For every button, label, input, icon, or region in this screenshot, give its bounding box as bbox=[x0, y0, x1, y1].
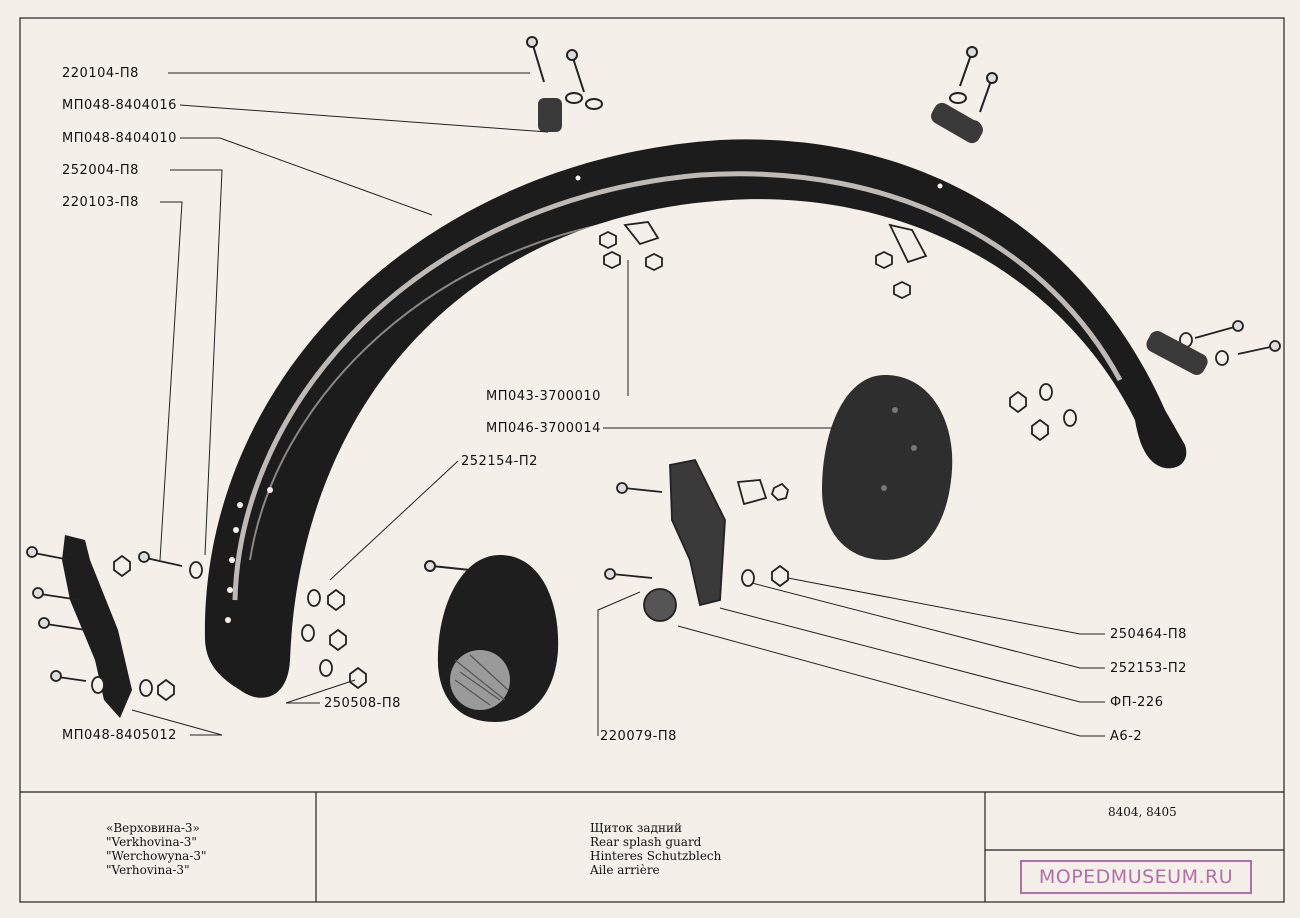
callout-mp043-3700010: МП043-3700010 bbox=[486, 389, 601, 404]
tail-lamp-screw bbox=[424, 560, 471, 572]
washer bbox=[585, 98, 603, 110]
callout-250464-p8: 250464-П8 bbox=[1110, 627, 1187, 642]
top-right-screws bbox=[959, 46, 998, 113]
callout-252004-p8: 252004-П8 bbox=[62, 163, 139, 178]
rubber-pad-top-left bbox=[538, 98, 562, 132]
right-end-hardware bbox=[1009, 320, 1281, 442]
watermark-mopedmuseum: MOPEDMUSEUM.RU bbox=[1020, 860, 1252, 894]
bracket-mp043-nuts bbox=[599, 221, 928, 300]
model-name-ru: «Верховина-3» bbox=[106, 821, 200, 835]
callout-mp048-8404016: МП048-8404016 bbox=[62, 98, 177, 113]
model-name-en: "Verkhovina-3" bbox=[106, 835, 197, 849]
fender-mounting-holes bbox=[225, 149, 943, 623]
left-screws-and-nuts bbox=[26, 546, 367, 702]
callout-252153-p2: 252153-П2 bbox=[1110, 661, 1187, 676]
model-names: «Верховина-3» "Verkhovina-3" "Werchowyna… bbox=[106, 821, 207, 877]
callout-fp-226: ФП-226 bbox=[1110, 695, 1164, 710]
lamp-holder-bracket bbox=[604, 458, 789, 622]
part-name-de: Hinteres Schutzblech bbox=[590, 849, 722, 863]
drawing-frame bbox=[19, 17, 1285, 903]
rubber-pad-top-right bbox=[931, 102, 983, 144]
part-name-en: Rear splash guard bbox=[590, 835, 702, 849]
washer bbox=[949, 92, 967, 104]
callout-a6-2: А6-2 bbox=[1110, 729, 1143, 744]
tail-lamp bbox=[437, 555, 559, 722]
callout-mp048-8404010: МП048-8404010 bbox=[62, 131, 177, 146]
part-names: Щиток задний Rear splash guard Hinteres … bbox=[590, 821, 721, 877]
callout-220103-p8: 220103-П8 bbox=[62, 195, 139, 210]
part-name-ru: Щиток задний bbox=[590, 821, 682, 835]
callout-250508-p8: 250508-П8 bbox=[324, 696, 401, 711]
top-left-screws bbox=[526, 36, 585, 93]
left-mounting-plate bbox=[62, 535, 132, 718]
model-name-de: "Werchowyna-3" bbox=[106, 849, 207, 863]
callout-220104-p8: 220104-П8 bbox=[62, 66, 139, 81]
callout-mp048-8405012: МП048-8405012 bbox=[62, 728, 177, 743]
rear-fender bbox=[204, 139, 1187, 698]
title-block-frame bbox=[20, 791, 1284, 902]
model-name-fr: "Verhovina-3" bbox=[106, 863, 190, 877]
reflector-plate-mp046 bbox=[822, 375, 953, 560]
part-name-fr: Aile arrière bbox=[590, 863, 660, 877]
washer bbox=[565, 92, 583, 104]
sheet-numbers: 8404, 8405 bbox=[1108, 805, 1177, 819]
leader-lines bbox=[131, 72, 1105, 737]
reflector-plate-holes bbox=[881, 407, 917, 491]
rubber-pad-rear bbox=[1146, 331, 1208, 375]
callout-mp046-3700014: МП046-3700014 bbox=[486, 421, 601, 436]
callout-220079-p8: 220079-П8 bbox=[600, 729, 677, 744]
callout-252154-p2: 252154-П2 bbox=[461, 454, 538, 469]
